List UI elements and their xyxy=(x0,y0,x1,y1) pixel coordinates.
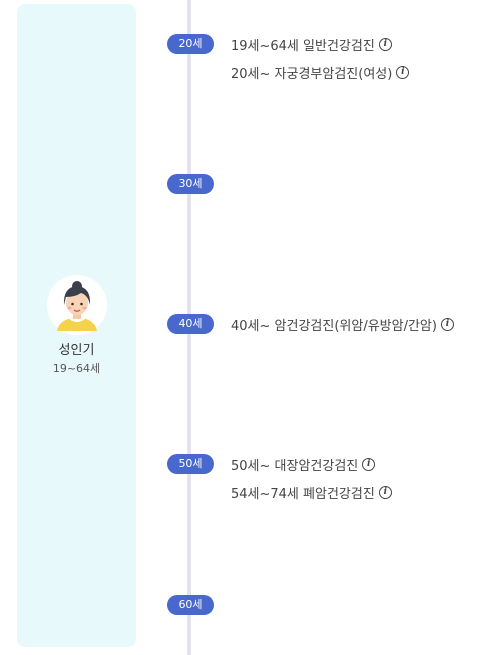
age-badge-40: 40세 xyxy=(167,314,214,334)
info-icon[interactable]: i xyxy=(362,457,376,471)
stage-name: 성인기 xyxy=(58,343,95,358)
info-icon[interactable]: i xyxy=(440,317,454,331)
age-badge-20: 20세 xyxy=(167,34,214,54)
exam-cervical-cancer[interactable]: 20세~ 자궁경부암검진(여성) i xyxy=(231,63,410,82)
woman-avatar-icon xyxy=(57,281,97,331)
exam-colorectal-cancer[interactable]: 50세~ 대장암건강검진 i xyxy=(231,455,376,474)
exam-label: 20세~ 자궁경부암검진(여성) xyxy=(231,66,393,82)
age-badge-50: 50세 xyxy=(167,454,214,474)
exam-lung-cancer[interactable]: 54세~74세 폐암건강검진 i xyxy=(231,483,392,502)
info-icon[interactable]: i xyxy=(378,37,392,51)
exam-label: 40세~ 암건강검진(위암/유방암/간암) xyxy=(231,318,437,334)
exam-general-checkup[interactable]: 19세~64세 일반건강검진 i xyxy=(231,35,392,54)
info-icon[interactable]: i xyxy=(378,485,392,499)
age-badge-30: 30세 xyxy=(167,174,214,194)
exam-label: 19세~64세 일반건강검진 xyxy=(231,38,375,54)
exam-label: 50세~ 대장암건강검진 xyxy=(231,458,359,474)
stage-age-range: 19~64세 xyxy=(52,362,101,375)
info-icon[interactable]: i xyxy=(396,65,410,79)
exam-label: 54세~74세 폐암건강검진 xyxy=(231,486,375,502)
exam-cancer-checkup[interactable]: 40세~ 암건강검진(위암/유방암/간암) i xyxy=(231,315,454,334)
avatar xyxy=(47,275,107,335)
age-badge-60: 60세 xyxy=(167,595,214,615)
